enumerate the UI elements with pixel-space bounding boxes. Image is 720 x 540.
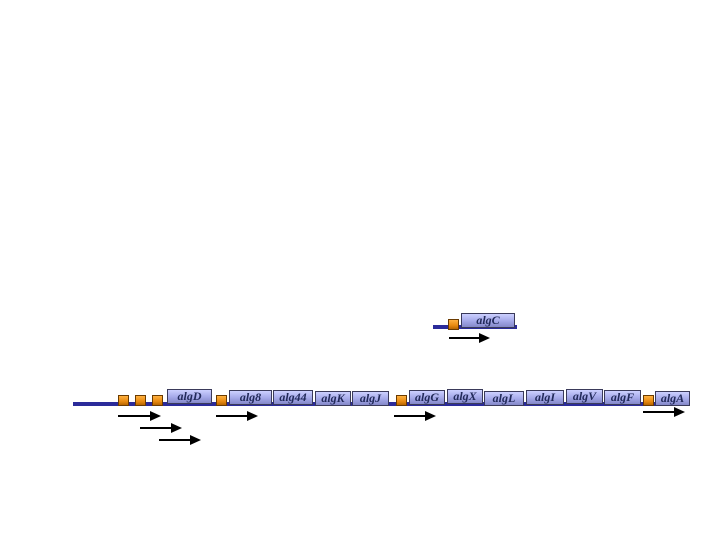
- algC-transcription-arrow: [449, 333, 490, 343]
- gene-alg8: alg8: [229, 390, 272, 405]
- alg8-promoter: [216, 395, 227, 406]
- gene-algI: algI: [526, 390, 564, 405]
- algA-promoter: [643, 395, 654, 406]
- algA-transcription-arrow: [643, 407, 685, 417]
- algD-promoter-2: [135, 395, 146, 406]
- gene-algG: algG: [409, 390, 445, 405]
- gene-algK: algK: [315, 391, 351, 406]
- gene-algF: algF: [604, 390, 641, 405]
- algD-promoter-1: [118, 395, 129, 406]
- algG-transcription-arrow: [394, 411, 436, 421]
- alg8-transcription-arrow: [216, 411, 258, 421]
- algC-promoter: [448, 319, 459, 330]
- algD-transcription-arrow-1: [118, 411, 161, 421]
- gene-alg44: alg44: [273, 390, 313, 405]
- algD-transcription-arrow-2: [140, 423, 182, 433]
- gene-algC: algC: [461, 313, 515, 328]
- gene-algA: algA: [655, 391, 690, 406]
- algG-promoter: [396, 395, 407, 406]
- gene-algD: algD: [167, 389, 212, 404]
- gene-algL: algL: [484, 391, 524, 406]
- gene-algJ: algJ: [352, 391, 389, 406]
- gene-algX: algX: [447, 389, 483, 404]
- gene-algV: algV: [566, 389, 603, 404]
- algD-transcription-arrow-3: [159, 435, 201, 445]
- algD-promoter-3: [152, 395, 163, 406]
